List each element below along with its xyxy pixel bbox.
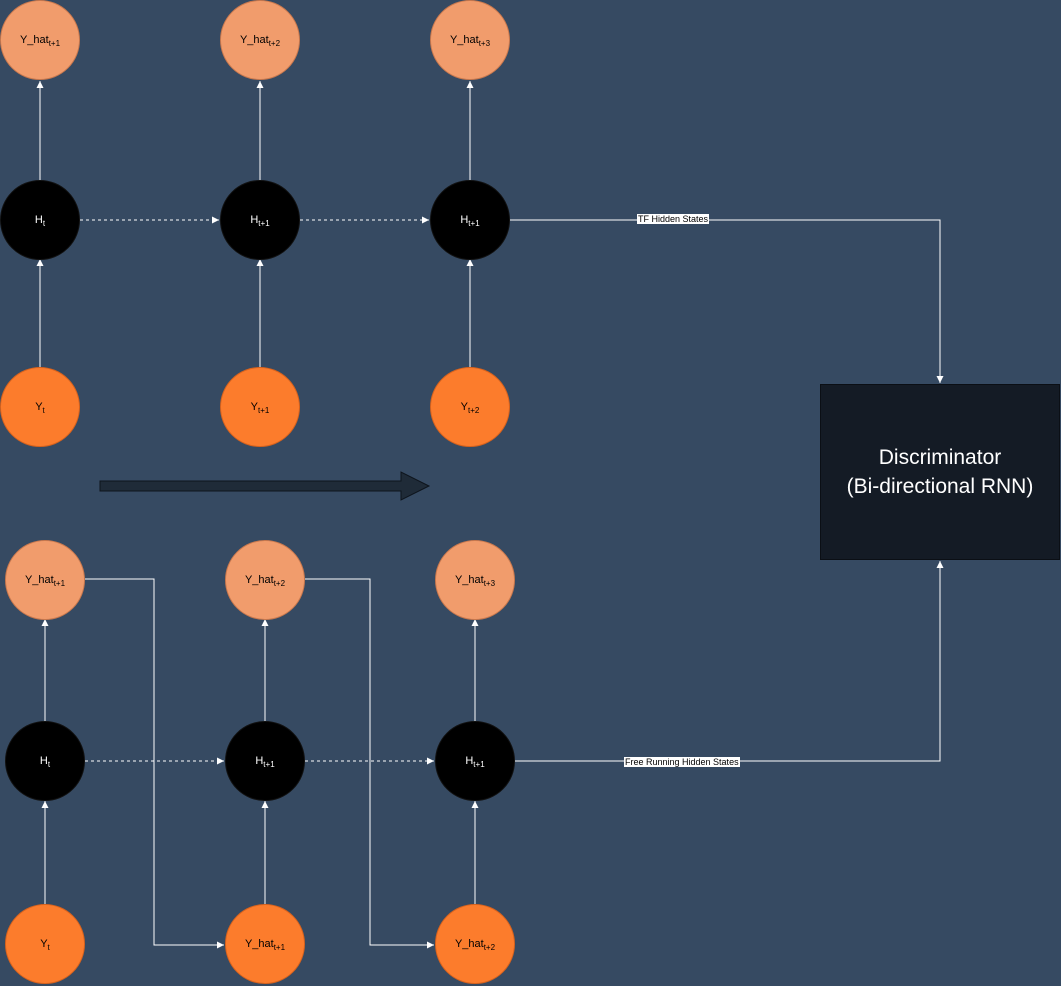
- top-input-node-3-label: Yt+2: [460, 400, 480, 415]
- bottom-input-node-1: Yt: [5, 904, 85, 984]
- bottom-output-node-3: Y_hatt+3: [435, 540, 515, 620]
- bottom-output-node-2-label: Y_hatt+2: [244, 573, 286, 588]
- bottom-hidden-node-2-label: Ht+1: [255, 754, 275, 769]
- bottom-output-node-3-label: Y_hatt+3: [454, 573, 496, 588]
- top-output-node-1-label: Y_hatt+1: [19, 33, 61, 48]
- feedback-out2-to-in3-connector: [305, 578, 434, 949]
- bottom-input-node-2-label: Y_hatt+1: [244, 937, 286, 952]
- bottom-output-node-1: Y_hatt+1: [5, 540, 85, 620]
- transition-arrow: [99, 471, 431, 501]
- bottom-hidden-node-2: Ht+1: [225, 721, 305, 801]
- discriminator-subtitle: (Bi-directional RNN): [846, 475, 1034, 498]
- free-running-hidden-states-connector: [515, 561, 944, 762]
- discriminator-title: Discriminator: [878, 446, 1002, 469]
- top-hidden-node-2-label: Ht+1: [250, 213, 270, 228]
- top-output-node-2-label: Y_hatt+2: [239, 33, 281, 48]
- discriminator-block: Discriminator (Bi-directional RNN): [820, 384, 1060, 560]
- tf-hidden-states-label: TF Hidden States: [637, 214, 710, 224]
- bottom-input-node-3: Y_hatt+2: [435, 904, 515, 984]
- top-hidden-node-2: Ht+1: [220, 180, 300, 260]
- top-input-node-1: Yt: [0, 367, 80, 447]
- bottom-hidden-node-3-label: Ht+1: [465, 754, 485, 769]
- top-hidden-node-3-label: Ht+1: [460, 213, 480, 228]
- top-hidden-node-1: Ht: [0, 180, 80, 260]
- top-output-node-3-label: Y_hatt+3: [449, 33, 491, 48]
- top-input-node-1-label: Yt: [35, 400, 45, 415]
- bottom-output-node-1-label: Y_hatt+1: [24, 573, 66, 588]
- top-input-node-2-label: Yt+1: [250, 400, 270, 415]
- top-output-node-2: Y_hatt+2: [220, 0, 300, 80]
- bottom-hidden-node-1-label: Ht: [39, 754, 51, 769]
- bottom-input-node-3-label: Y_hatt+2: [454, 937, 496, 952]
- top-hidden-node-3: Ht+1: [430, 180, 510, 260]
- tf-hidden-states-connector: [510, 219, 944, 383]
- free-running-hidden-states-label: Free Running Hidden States: [624, 757, 740, 767]
- bottom-hidden-node-1: Ht: [5, 721, 85, 801]
- bottom-input-node-1-label: Yt: [40, 937, 50, 952]
- top-hidden-node-1-label: Ht: [34, 213, 46, 228]
- bottom-output-node-2: Y_hatt+2: [225, 540, 305, 620]
- bottom-input-node-2: Y_hatt+1: [225, 904, 305, 984]
- top-input-node-2: Yt+1: [220, 367, 300, 447]
- top-output-node-3: Y_hatt+3: [430, 0, 510, 80]
- top-output-node-1: Y_hatt+1: [0, 0, 80, 80]
- top-input-node-3: Yt+2: [430, 367, 510, 447]
- bottom-hidden-node-3: Ht+1: [435, 721, 515, 801]
- feedback-out1-to-in2-connector: [85, 578, 224, 949]
